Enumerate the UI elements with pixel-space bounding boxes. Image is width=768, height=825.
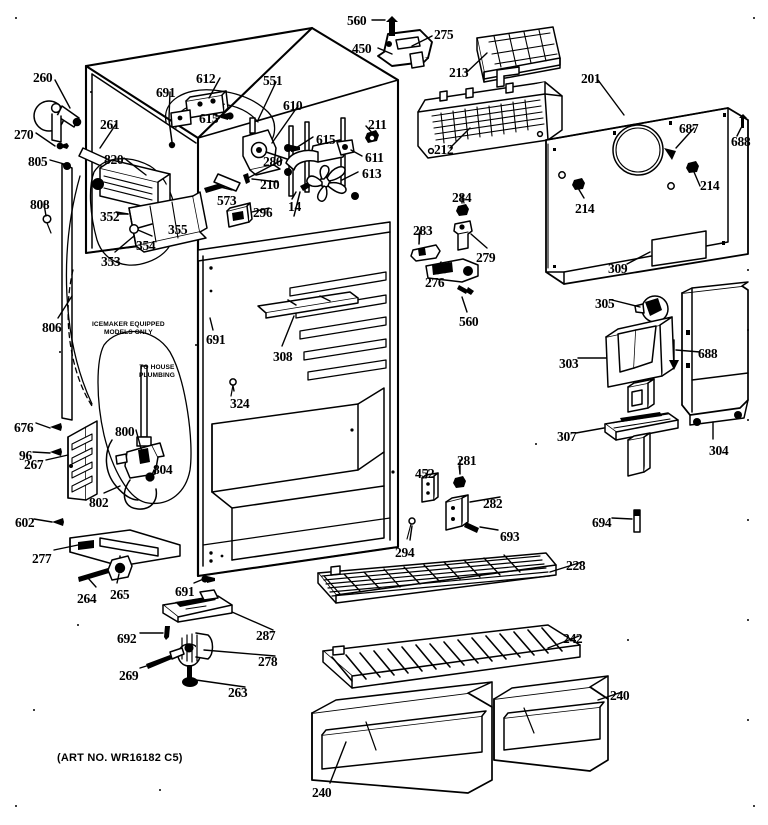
callout-213: 213 — [449, 65, 469, 80]
callout-354: 354 — [136, 238, 156, 253]
callout-353: 353 — [101, 254, 121, 269]
callout-602: 602 — [15, 515, 35, 530]
callout-284: 284 — [452, 190, 472, 205]
callout-14: 14 — [288, 199, 301, 214]
callout-688: 688 — [698, 346, 718, 361]
callout-804: 804 — [153, 462, 173, 477]
callout-277: 277 — [32, 551, 52, 566]
callout-282: 282 — [483, 496, 503, 511]
callout-210: 210 — [260, 177, 280, 192]
callout-450: 450 — [352, 41, 372, 56]
callout-612: 612 — [196, 71, 216, 86]
callout-304: 304 — [709, 443, 729, 458]
callout-270: 270 — [14, 127, 34, 142]
callout-613: 613 — [362, 166, 382, 181]
callout-308: 308 — [273, 349, 293, 364]
callout-452: 452 — [415, 466, 435, 481]
callout-688: 688 — [731, 134, 751, 149]
callout-214: 214 — [575, 201, 595, 216]
plumbing-note: TO HOUSE PLUMBING — [139, 364, 175, 379]
callout-264: 264 — [77, 591, 97, 606]
callout-280: 280 — [263, 154, 283, 169]
callout-551: 551 — [263, 73, 283, 88]
callout-324: 324 — [230, 396, 250, 411]
callout-687: 687 — [679, 121, 699, 136]
callout-269: 269 — [119, 668, 139, 683]
callout-96: 96 — [19, 448, 32, 463]
callout-265: 265 — [110, 587, 130, 602]
callout-279: 279 — [476, 250, 496, 265]
callout-573: 573 — [217, 193, 237, 208]
callout-305: 305 — [595, 296, 615, 311]
callout-808: 808 — [30, 197, 50, 212]
callout-805: 805 — [28, 154, 48, 169]
callout-615: 615 — [316, 132, 336, 147]
callout-267: 267 — [24, 457, 44, 472]
callout-307: 307 — [557, 429, 577, 444]
callout-560: 560 — [459, 314, 479, 329]
callout-806: 806 — [42, 320, 62, 335]
callout-352: 352 — [100, 209, 120, 224]
art-number: (ART NO. WR16182 C5) — [57, 752, 183, 764]
callout-303: 303 — [559, 356, 579, 371]
icemaker-note: ICEMAKER EQUIPPED MODELS ONLY — [92, 321, 165, 336]
callout-296: 296 — [253, 205, 273, 220]
callout-560: 560 — [347, 13, 367, 28]
callout-820: 820 — [104, 152, 124, 167]
callout-802: 802 — [89, 495, 109, 510]
callout-800: 800 — [115, 424, 135, 439]
callout-287: 287 — [256, 628, 276, 643]
callout-214: 214 — [700, 178, 720, 193]
callout-240: 240 — [312, 785, 332, 800]
callout-278: 278 — [258, 654, 278, 669]
callout-694: 694 — [592, 515, 612, 530]
callout-691: 691 — [156, 85, 176, 100]
callout-228: 228 — [566, 558, 586, 573]
callout-355: 355 — [168, 222, 188, 237]
callout-201: 201 — [581, 71, 601, 86]
callout-294: 294 — [395, 545, 415, 560]
callout-309: 309 — [608, 261, 628, 276]
callout-275: 275 — [434, 27, 454, 42]
callout-676: 676 — [14, 420, 34, 435]
callout-281: 281 — [457, 453, 477, 468]
callout-276: 276 — [425, 275, 445, 290]
callout-242: 242 — [563, 631, 583, 646]
callout-611: 611 — [365, 150, 384, 165]
callout-263: 263 — [228, 685, 248, 700]
callout-691: 691 — [206, 332, 226, 347]
callout-260: 260 — [33, 70, 53, 85]
callout-615: 615 — [199, 111, 219, 126]
callout-610: 610 — [283, 98, 303, 113]
callout-693: 693 — [500, 529, 520, 544]
callout-211: 211 — [368, 117, 387, 132]
callout-261: 261 — [100, 117, 120, 132]
callout-212: 212 — [434, 142, 454, 157]
callout-240: 240 — [610, 688, 630, 703]
callout-283: 283 — [413, 223, 433, 238]
callout-691: 691 — [175, 584, 195, 599]
callout-692: 692 — [117, 631, 137, 646]
